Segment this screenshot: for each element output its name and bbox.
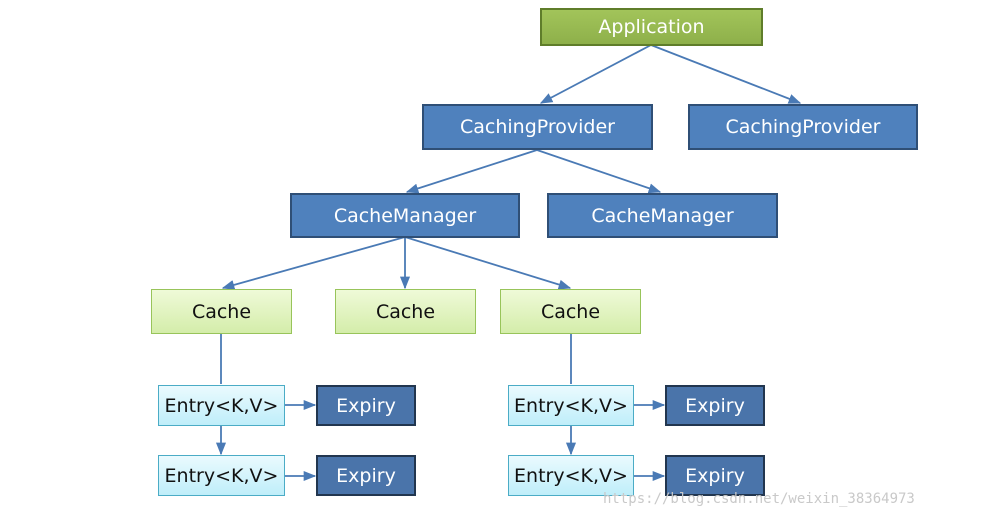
expiry-node: Expiry bbox=[665, 455, 765, 496]
caching-provider-node: CachingProvider bbox=[688, 104, 918, 150]
edge-application-provider-2 bbox=[650, 44, 802, 104]
entry-node: Entry<K,V> bbox=[158, 385, 285, 426]
watermark-text: https://blog.csdn.net/weixin_38364973 bbox=[603, 491, 915, 507]
entry-node: Entry<K,V> bbox=[508, 455, 634, 496]
edge-application-provider-1 bbox=[539, 44, 652, 104]
edge-provider-manager-1 bbox=[405, 149, 538, 194]
edge-manager-cache-1 bbox=[221, 236, 406, 290]
entry-node: Entry<K,V> bbox=[158, 455, 285, 496]
expiry-node: Expiry bbox=[665, 385, 765, 426]
expiry-node: Expiry bbox=[316, 455, 416, 496]
cache-node: Cache bbox=[335, 289, 476, 334]
cache-manager-node: CacheManager bbox=[290, 193, 520, 238]
expiry-node: Expiry bbox=[316, 385, 416, 426]
cache-node: Cache bbox=[151, 289, 292, 334]
application-node: Application bbox=[540, 8, 763, 46]
entry-node: Entry<K,V> bbox=[508, 385, 634, 426]
cache-node: Cache bbox=[500, 289, 641, 334]
edge-provider-manager-2 bbox=[536, 149, 662, 194]
cache-manager-node: CacheManager bbox=[547, 193, 778, 238]
edge-manager-cache-3 bbox=[404, 236, 572, 290]
caching-provider-node: CachingProvider bbox=[422, 104, 653, 150]
